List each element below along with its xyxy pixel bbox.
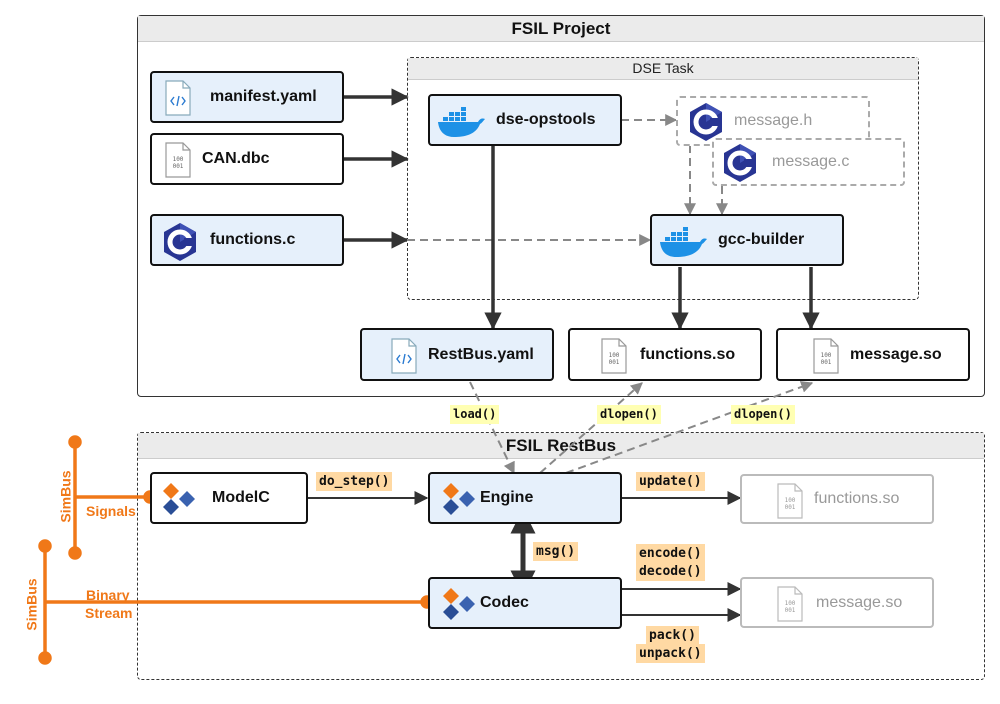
simbus-signals-bus <box>68 435 157 560</box>
restbus-yaml-node[interactable]: RestBus.yaml <box>360 328 554 381</box>
modelc-node[interactable]: ModelC <box>150 472 308 524</box>
gcc-builder-label: gcc-builder <box>718 231 805 248</box>
c-language-icon <box>690 103 722 141</box>
binary-file-icon: 100 001 <box>777 483 803 519</box>
modelc-label: ModelC <box>212 489 270 506</box>
svg-text:100: 100 <box>173 156 184 163</box>
engine-node[interactable]: Engine <box>428 472 622 524</box>
codec-node[interactable]: Codec <box>428 577 622 629</box>
codec-label: Codec <box>480 594 529 611</box>
svg-text:100: 100 <box>785 600 796 607</box>
engine-label: Engine <box>480 489 534 506</box>
dlopen-functions-call-label: dlopen() <box>597 405 661 424</box>
dse-opstools-node[interactable]: dse-opstools <box>428 94 622 146</box>
svg-text:001: 001 <box>785 607 796 614</box>
manifest-yaml-node[interactable]: manifest.yaml <box>150 71 344 123</box>
component-icon <box>163 483 195 515</box>
docker-icon <box>660 227 707 257</box>
gcc-builder-node[interactable]: gcc-builder <box>650 214 844 266</box>
message-c-node[interactable]: message.c <box>712 138 905 186</box>
svg-text:100: 100 <box>785 497 796 504</box>
update-call-label: update() <box>636 472 705 491</box>
functions-so-node[interactable]: 100 001 functions.so <box>568 328 762 381</box>
dlopen-message-call-label: dlopen() <box>731 405 795 424</box>
fsil-project-title: FSIL Project <box>138 16 984 42</box>
message-so-node[interactable]: 100 001 message.so <box>776 328 970 381</box>
functions-so-label: functions.so <box>640 345 736 363</box>
encode-call-label: encode() <box>636 544 705 563</box>
arrow-dlopen-message-so <box>565 381 814 474</box>
binary-file-icon: 100 001 <box>165 142 191 178</box>
binary-file-icon: 100 001 <box>777 586 803 622</box>
decode-call-label: decode() <box>636 562 705 581</box>
unpack-call-label: unpack() <box>636 644 705 663</box>
fsil-project-group: FSIL Project <box>137 15 985 397</box>
arrow-dlopen-functions-so <box>539 382 643 474</box>
simbus-signals-bus-label: SimBus <box>57 470 74 523</box>
svg-text:100: 100 <box>609 352 620 359</box>
code-file-icon <box>165 80 191 116</box>
svg-text:001: 001 <box>821 359 832 366</box>
arrow-load-restbus-yaml <box>469 381 515 475</box>
message-so-label: message.so <box>850 345 942 363</box>
functions-c-label: functions.c <box>210 231 296 248</box>
restbus-message-so-label: message.so <box>816 593 903 611</box>
msg-call-label: msg() <box>533 542 579 561</box>
c-language-icon <box>724 144 756 182</box>
binary-file-icon: 100 001 <box>813 338 839 374</box>
binary-file-icon: 100 001 <box>601 338 627 374</box>
restbus-message-so-node[interactable]: 100 001 message.so <box>740 577 934 628</box>
simbus-binary-bus-label: SimBus <box>23 578 40 631</box>
docker-icon <box>438 107 485 137</box>
c-language-icon <box>164 223 196 261</box>
can-dbc-label: CAN.dbc <box>202 150 270 167</box>
manifest-yaml-label: manifest.yaml <box>210 88 317 105</box>
load-call-label: load() <box>450 405 500 424</box>
do-step-call-label: do_step() <box>316 472 393 491</box>
message-c-label: message.c <box>772 153 850 170</box>
binary-stream-label-line1: Binary <box>86 587 130 603</box>
component-icon <box>443 588 475 620</box>
svg-text:001: 001 <box>173 163 184 170</box>
pack-call-label: pack() <box>646 626 699 645</box>
svg-text:100: 100 <box>821 352 832 359</box>
binary-stream-label-line2: Stream <box>85 605 133 621</box>
component-icon <box>443 483 475 515</box>
code-file-icon <box>391 338 417 374</box>
svg-text:001: 001 <box>609 359 620 366</box>
restbus-functions-so-node[interactable]: 100 001 functions.so <box>740 474 934 524</box>
fsil-restbus-group: FSIL RestBus <box>137 432 985 680</box>
simbus-binary-bus <box>38 539 434 665</box>
message-h-node[interactable]: message.h <box>676 96 870 146</box>
functions-c-node[interactable]: functions.c <box>150 214 344 266</box>
signals-label: Signals <box>86 503 136 519</box>
dse-opstools-label: dse-opstools <box>496 111 596 128</box>
restbus-functions-so-label: functions.so <box>814 490 900 507</box>
can-dbc-node[interactable]: 100 001 CAN.dbc <box>150 133 344 185</box>
message-h-label: message.h <box>734 112 813 129</box>
svg-text:001: 001 <box>785 504 796 511</box>
dse-task-title: DSE Task <box>408 58 918 80</box>
restbus-yaml-label: RestBus.yaml <box>428 345 534 363</box>
dse-task-group: DSE Task <box>407 57 919 300</box>
